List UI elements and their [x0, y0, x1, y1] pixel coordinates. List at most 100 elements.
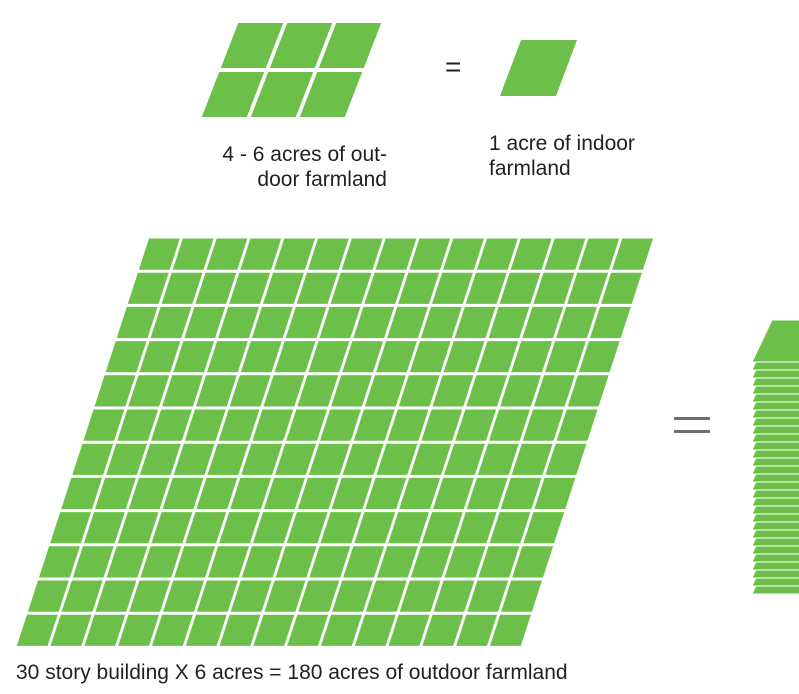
large-grid-tile-r1-c14 [578, 238, 620, 270]
large-grid-tile-r10-c4 [140, 546, 182, 578]
large-grid-tile-r9-c3 [117, 512, 159, 544]
large-grid-tile-r8-c13 [466, 477, 508, 510]
large-grid-tile-r5-c4 [195, 375, 237, 407]
large-grid-tile-r3-c1 [116, 306, 158, 339]
large-grid-tile-r8-c6 [230, 477, 272, 510]
indoor-tile [500, 40, 577, 96]
large-grid-tile-r11-c2 [61, 580, 103, 612]
large-grid-tile-r2-c14 [567, 272, 609, 304]
large-grid-tile-r9-c8 [286, 512, 328, 544]
large-grid-tile-r7-c11 [410, 443, 452, 475]
large-grid-tile-r12-c5 [151, 614, 193, 646]
large-grid-tile-r9-c12 [421, 512, 463, 544]
large-grid-tile-r1-c6 [307, 238, 349, 270]
indoor-acre-label-line-2: farmland [489, 157, 571, 180]
large-grid-tile-r2-c11 [465, 272, 507, 304]
large-grid-tile-r7-c4 [173, 443, 215, 475]
large-grid-tile-r2-c7 [330, 272, 372, 304]
large-grid-tile-r4-c4 [206, 341, 248, 373]
large-grid-tile-r6-c4 [184, 409, 226, 441]
large-grid-tile-r9-c4 [151, 512, 193, 544]
large-grid-tile-r2-c4 [229, 272, 271, 304]
large-grid-tile-r11-c7 [230, 580, 272, 612]
large-grid-tile-r9-c2 [83, 512, 125, 544]
large-grid-tile-r2-c1 [127, 272, 169, 304]
large-grid-tile-r4-c9 [375, 341, 417, 373]
large-grid-tile-r1-c1 [138, 238, 180, 270]
large-grid-tile-r3-c4 [218, 306, 260, 339]
large-grid-tile-r10-c6 [207, 546, 249, 578]
large-grid-tile-r11-c12 [399, 580, 441, 612]
large-grid-tile-r11-c3 [95, 580, 137, 612]
large-grid-tile-r9-c10 [354, 512, 396, 544]
large-grid-tile-r5-c3 [162, 375, 204, 407]
large-grid-tile-r8-c10 [365, 477, 407, 510]
large-grid-tile-r4-c12 [477, 341, 519, 373]
large-grid-tile-r8-c15 [534, 477, 576, 510]
large-grid-tile-r12-c9 [287, 614, 329, 646]
large-grid-tile-r7-c8 [308, 443, 350, 475]
large-grid-tile-r2-c8 [364, 272, 406, 304]
large-grid-tile-r12-c14 [456, 614, 498, 646]
large-grid-tile-r6-c6 [252, 409, 294, 441]
large-grid-tile-r5-c14 [533, 375, 575, 407]
large-outdoor-grid [16, 238, 654, 646]
large-grid-tile-r10-c13 [444, 546, 486, 578]
large-grid-tile-r8-c5 [196, 477, 238, 510]
large-grid-tile-r5-c5 [229, 375, 271, 407]
large-grid-tile-r8-c2 [94, 477, 136, 510]
large-grid-tile-r2-c2 [161, 272, 203, 304]
large-grid-tile-r10-c14 [478, 546, 520, 578]
outdoor-acres-label-line-2: door farmland [257, 168, 387, 191]
large-grid-tile-r2-c3 [195, 272, 237, 304]
large-grid-tile-r2-c10 [431, 272, 473, 304]
large-grid-tile-r9-c1 [50, 512, 92, 544]
large-grid-tile-r8-c14 [500, 477, 542, 510]
large-grid-tile-r7-c2 [106, 443, 148, 475]
large-grid-tile-r2-c15 [600, 272, 642, 304]
small-grid-tile-r1-c3 [318, 23, 382, 68]
large-grid-tile-r1-c9 [409, 238, 451, 270]
large-grid-tile-r8-c12 [432, 477, 474, 510]
large-grid-tile-r8-c11 [399, 477, 441, 510]
large-grid-tile-r11-c5 [163, 580, 205, 612]
large-grid-tile-r10-c11 [376, 546, 418, 578]
outdoor-acres-label: 4 - 6 acres of out- door farmland [172, 142, 387, 192]
large-grid-tile-r11-c4 [129, 580, 171, 612]
large-grid-tile-r12-c12 [388, 614, 430, 646]
large-grid-tile-r6-c14 [522, 409, 564, 441]
large-grid-tile-r4-c14 [544, 341, 586, 373]
building-equivalence-caption: 30 story building X 6 acres = 180 acres … [16, 661, 568, 684]
small-outdoor-grid [201, 23, 382, 117]
large-grid-tile-r9-c11 [388, 512, 430, 544]
large-grid-tile-r2-c9 [398, 272, 440, 304]
large-grid-tile-r10-c15 [512, 546, 554, 578]
large-grid-tile-r12-c11 [354, 614, 396, 646]
large-grid-tile-r3-c9 [387, 306, 429, 339]
small-grid-tile-r2-c2 [250, 72, 314, 117]
large-grid-tile-r8-c7 [263, 477, 305, 510]
large-grid-tile-r6-c1 [83, 409, 125, 441]
large-grid-tile-r7-c9 [342, 443, 384, 475]
indoor-acre-label: 1 acre of indoor farmland [489, 131, 635, 181]
large-grid-tile-r1-c8 [375, 238, 417, 270]
large-grid-tile-r5-c11 [432, 375, 474, 407]
large-grid-tile-r3-c12 [488, 306, 530, 339]
large-grid-tile-r7-c5 [207, 443, 249, 475]
large-grid-tile-r4-c6 [274, 341, 316, 373]
large-grid-tile-r1-c15 [612, 238, 654, 270]
large-grid-tile-r5-c13 [500, 375, 542, 407]
large-grid-tile-r10-c1 [38, 546, 80, 578]
large-grid-tile-r10-c10 [343, 546, 385, 578]
large-grid-tile-r8-c1 [61, 477, 103, 510]
large-grid-tile-r12-c3 [84, 614, 126, 646]
large-grid-tile-r5-c8 [331, 375, 373, 407]
large-grid-tile-r12-c4 [118, 614, 160, 646]
large-grid-tile-r7-c7 [275, 443, 317, 475]
large-grid-tile-r11-c11 [365, 580, 407, 612]
large-grid-tile-r4-c2 [139, 341, 181, 373]
large-grid-tile-r1-c5 [274, 238, 316, 270]
large-grid-tile-r10-c12 [410, 546, 452, 578]
stack-layer-1 [751, 319, 799, 363]
large-grid-tile-r6-c5 [218, 409, 260, 441]
